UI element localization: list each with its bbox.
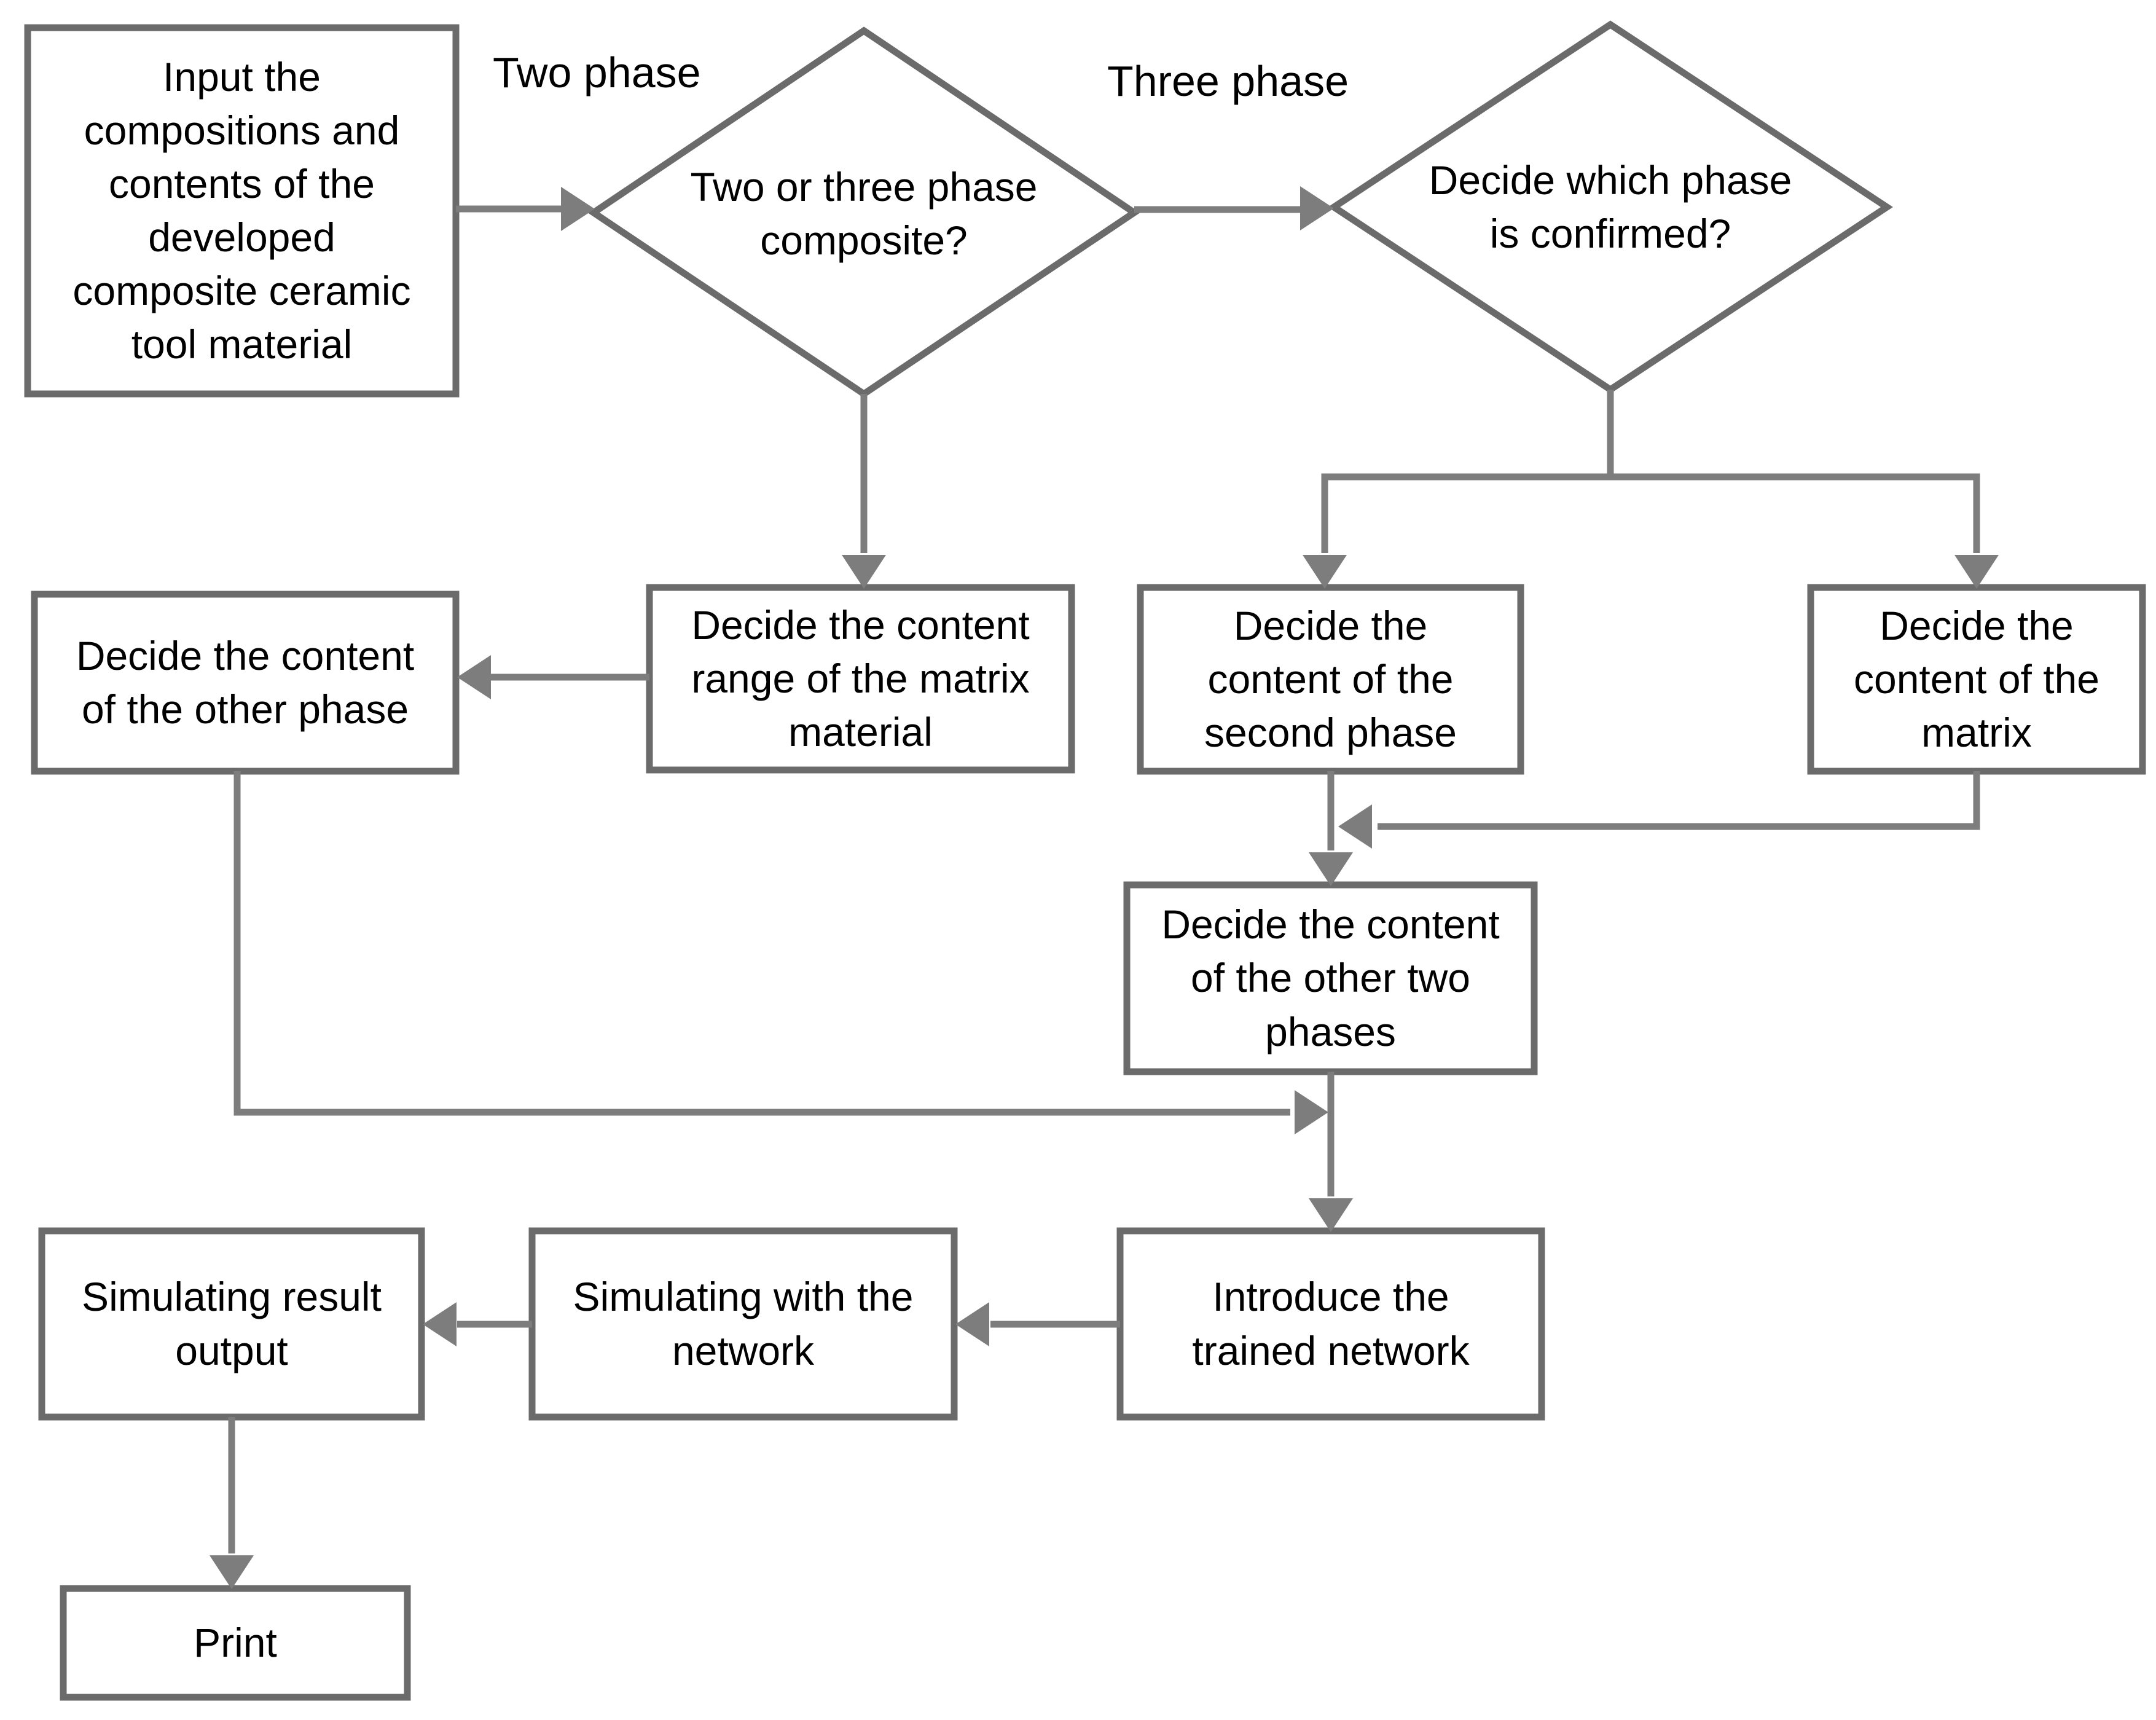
arrowhead-left-icon xyxy=(457,655,491,699)
matrix-box xyxy=(1807,584,2146,775)
arrowhead-left-icon xyxy=(423,1302,457,1346)
other-two-phases-box xyxy=(1123,881,1538,1075)
connector-matrix-to-merge xyxy=(1378,771,1980,830)
arrowhead-left-icon xyxy=(955,1302,989,1346)
branch-label-two-phase: Two phase xyxy=(493,49,701,96)
other-phase-box xyxy=(31,591,460,775)
simulate-network-box xyxy=(528,1227,958,1421)
connector-other-phase-to-merge xyxy=(233,771,1290,1116)
second-phase-box xyxy=(1137,584,1524,775)
arrowhead-right-icon xyxy=(561,187,595,231)
branch-label-three-phase: Three phase xyxy=(1107,57,1349,105)
arrowhead-right-icon xyxy=(1295,1090,1328,1134)
input-box xyxy=(24,24,460,398)
arrowhead-down-icon xyxy=(210,1555,254,1589)
matrix-range-box xyxy=(646,584,1075,774)
arrowhead-down-icon xyxy=(842,555,886,589)
arrowhead-right-icon xyxy=(1300,186,1334,230)
which-phase-diamond xyxy=(1328,20,1893,394)
arrowhead-down-icon xyxy=(1309,852,1353,886)
arrowhead-down-icon xyxy=(1303,555,1347,589)
arrowhead-down-icon xyxy=(1309,1198,1353,1232)
result-output-box xyxy=(38,1227,425,1421)
arrowhead-left-icon xyxy=(1338,804,1372,849)
arrowhead-down-icon xyxy=(1954,555,1999,589)
introduce-network-box xyxy=(1116,1227,1545,1421)
print-box xyxy=(60,1585,411,1701)
